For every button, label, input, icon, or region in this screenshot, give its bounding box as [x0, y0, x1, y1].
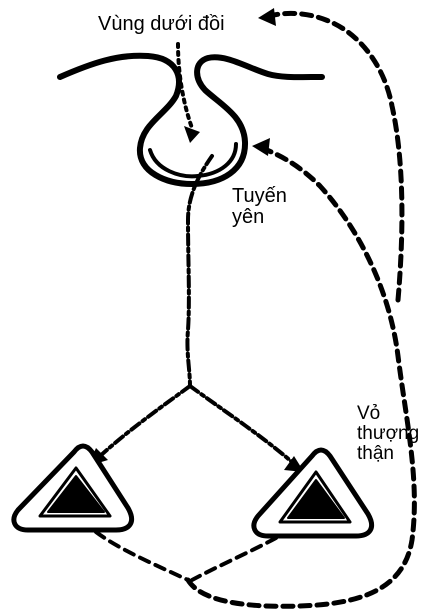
left-adrenal-to-junction — [96, 532, 188, 580]
arrowhead-feedback-hypothalamus — [258, 8, 276, 26]
hypothalamus-to-pituitary-arrow — [178, 44, 192, 128]
arrowhead-feedback-pituitary — [252, 138, 270, 156]
right-adrenal-to-junction — [192, 538, 276, 580]
pituitary-outline — [60, 56, 322, 184]
feedback-loop-to-hypothalamus — [270, 13, 402, 300]
arrowhead-hypothalamus — [184, 126, 200, 143]
adrenal-cortex-label: Vỏ thượng thận — [357, 404, 419, 464]
pituitary-label-line-2: yên — [232, 207, 287, 228]
branch-to-left-adrenal — [98, 386, 190, 458]
adrenal-cortex-label-line-1: Vỏ — [357, 404, 419, 424]
pituitary-label: Tuyến yên — [232, 186, 287, 228]
branch-to-right-adrenal — [190, 386, 292, 462]
pituitary-to-branch-line — [187, 156, 212, 386]
hypothalamus-label: Vùng dưới đồi — [98, 14, 225, 35]
adrenal-cortex-label-line-2: thượng — [357, 424, 419, 444]
pituitary-label-line-1: Tuyến — [232, 186, 287, 207]
adrenal-cortex-label-line-3: thận — [357, 444, 419, 464]
pituitary-inner-outline — [150, 144, 236, 176]
